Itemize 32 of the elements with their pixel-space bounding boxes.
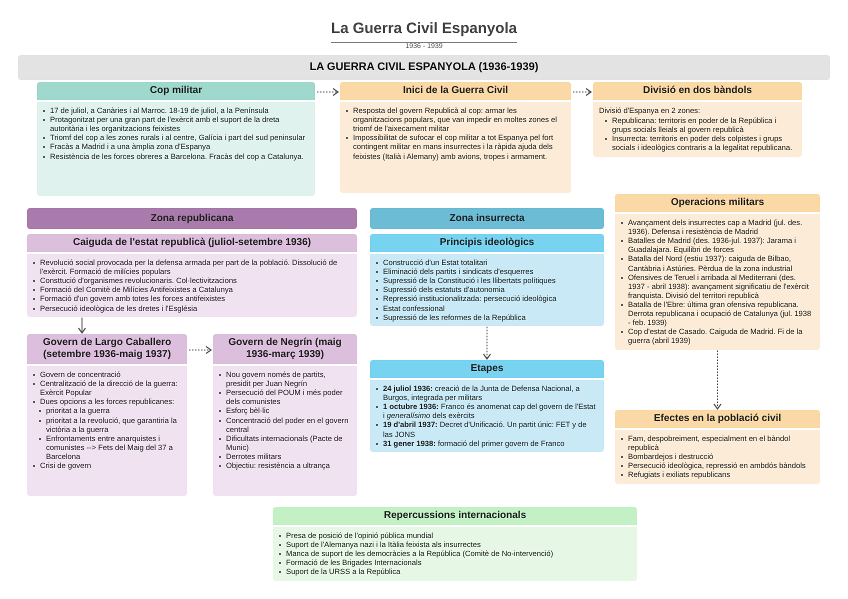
zone-banner: Zona republicana xyxy=(27,208,357,229)
card-heading: Repercussions internacionals xyxy=(273,507,637,527)
arrow xyxy=(78,317,86,334)
topic-card xyxy=(370,360,604,452)
card-heading: Cop militar xyxy=(37,82,315,102)
topic-card xyxy=(593,82,802,157)
topic-card xyxy=(37,82,315,196)
card-heading: Govern de Largo Caballero (setembre 1936-maig 1937) xyxy=(27,334,187,366)
card-heading: Govern de Negrín (maig 1936-març 1939) xyxy=(213,334,357,366)
topic-card xyxy=(273,507,637,581)
card-heading: Efectes en la població civil xyxy=(615,410,820,430)
card-heading: Operacions militars xyxy=(615,194,820,214)
diagram-title: La Guerra Civil Espanyola xyxy=(331,18,517,42)
topic-card xyxy=(27,234,357,317)
arrow xyxy=(188,346,212,354)
card-heading: Etapes xyxy=(370,360,604,380)
topic-card xyxy=(340,82,571,193)
card-heading: Inici de la Guerra Civil xyxy=(340,82,571,102)
topic-card xyxy=(27,334,187,496)
topic-card xyxy=(615,410,820,484)
arrow xyxy=(713,350,722,410)
arrow xyxy=(572,88,592,96)
card-heading: Caiguda de l'estat republicà (juliol-setembre 1936) xyxy=(27,234,357,254)
arrow xyxy=(482,326,492,360)
topic-card xyxy=(213,334,357,496)
topic-card xyxy=(615,194,820,350)
title-band: LA GUERRA CIVIL ESPANYOLA (1936-1939) xyxy=(18,55,830,80)
card-heading: Divisió en dos bàndols xyxy=(593,82,802,102)
zone-banner: Zona insurrecta xyxy=(370,208,604,229)
card-heading: Principis ideològics xyxy=(370,234,604,254)
topic-card xyxy=(370,234,604,326)
arrow xyxy=(316,88,339,96)
